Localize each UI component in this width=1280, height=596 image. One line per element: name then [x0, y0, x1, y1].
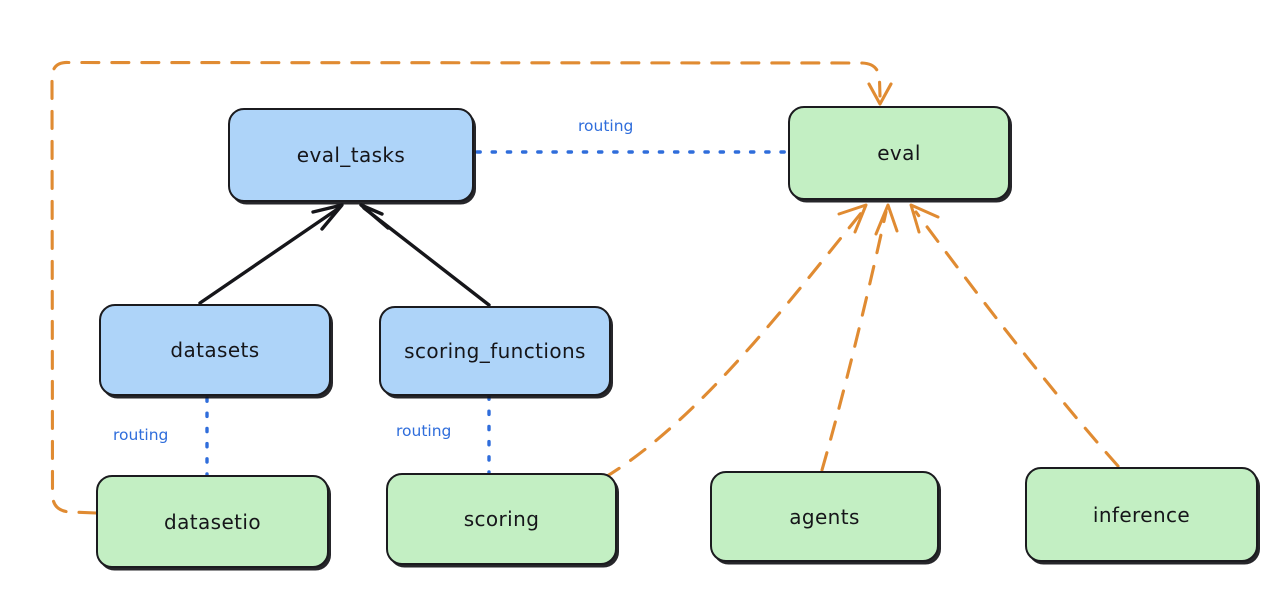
- node-label: datasetio: [163, 509, 261, 534]
- node-datasetio[interactable]: datasetio: [96, 475, 329, 568]
- node-eval-tasks[interactable]: eval_tasks: [228, 108, 474, 202]
- edge-agents-to-eval: [820, 203, 899, 472]
- node-agents[interactable]: agents: [710, 471, 939, 562]
- node-label: inference: [1092, 502, 1191, 527]
- node-inference[interactable]: inference: [1025, 467, 1258, 562]
- node-scoring[interactable]: scoring: [386, 473, 617, 565]
- node-eval[interactable]: eval: [788, 106, 1010, 200]
- edge-datasetio-to-eval: [50, 60, 893, 515]
- edge-datasets-to-eval-tasks: [198, 203, 344, 305]
- node-label: scoring: [463, 507, 540, 531]
- node-label: eval: [877, 141, 921, 165]
- edge-label-routing-scoring: routing: [396, 422, 452, 440]
- node-datasets[interactable]: datasets: [99, 304, 331, 396]
- edge-label-routing-eval-tasks: routing: [578, 117, 634, 135]
- node-label: scoring_functions: [404, 339, 586, 363]
- node-scoring-functions[interactable]: scoring_functions: [379, 306, 611, 396]
- node-label: agents: [789, 504, 860, 529]
- node-label: eval_tasks: [296, 143, 406, 167]
- edge-label-routing-datasets: routing: [113, 426, 169, 444]
- edge-inference-to-eval: [909, 203, 1120, 468]
- edge-scoring-to-eval: [602, 203, 868, 480]
- edge-scoring-functions-to-eval-tasks: [359, 203, 491, 307]
- node-label: datasets: [170, 338, 260, 362]
